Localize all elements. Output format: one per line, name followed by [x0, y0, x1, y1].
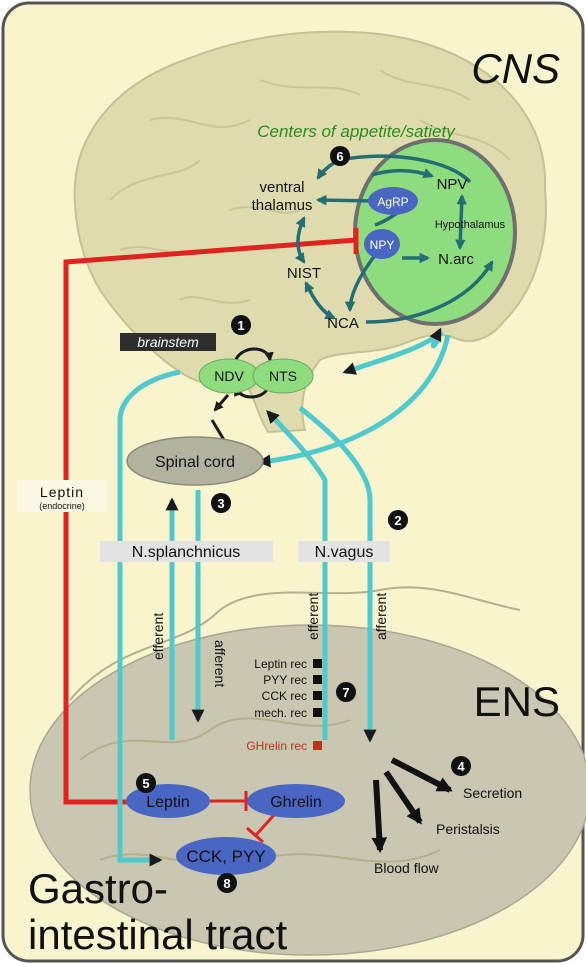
svg-text:3: 3	[217, 496, 224, 511]
ghrelin-node-label: Ghrelin	[270, 794, 322, 811]
svg-text:6: 6	[336, 149, 343, 164]
pyy-rec-label: PYY rec	[263, 673, 307, 687]
npv-label: NPV	[437, 176, 468, 193]
ndv-label: NDV	[214, 368, 244, 384]
gi-label-line2: intestinal tract	[28, 911, 287, 958]
svg-text:8: 8	[223, 876, 230, 891]
marker-5: 5	[136, 773, 156, 793]
ghrelin-rec-marker	[313, 741, 322, 750]
splanchnic-afferent-label: afferent	[212, 640, 228, 687]
mech-rec-label: mech. rec	[254, 706, 307, 720]
cns-label: CNS	[471, 45, 560, 92]
svg-text:7: 7	[342, 685, 349, 700]
brainstem-label: brainstem	[137, 334, 199, 350]
gi-label-line1: Gastro-	[28, 865, 168, 912]
nca-label: NCA	[327, 315, 359, 332]
ventral-label-2: thalamus	[252, 197, 313, 214]
narc-label: N.arc	[438, 251, 474, 268]
hypothalamus-label: Hypothalamus	[435, 219, 506, 231]
vagus-label: N.vagus	[315, 544, 374, 561]
secretion-label: Secretion	[463, 785, 522, 801]
marker-8: 8	[217, 873, 237, 893]
ventral-label-1: ventral	[259, 179, 304, 196]
spinal-cord-label: Spinal cord	[155, 454, 235, 471]
nts-label: NTS	[269, 368, 297, 384]
nist-label: NIST	[287, 265, 321, 282]
leptin-rec-label: Leptin rec	[254, 657, 307, 671]
leptin-node-label: Leptin	[146, 794, 190, 811]
marker-2: 2	[388, 510, 408, 530]
agrp-label: AgRP	[377, 195, 408, 209]
leptin-rec-marker	[313, 659, 322, 668]
npy-label: NPY	[370, 238, 395, 252]
marker-3: 3	[211, 493, 231, 513]
pyy-rec-marker	[313, 675, 322, 684]
mech-rec-marker	[313, 708, 322, 717]
vagus-efferent-label: efferent	[305, 593, 321, 640]
peristalsis-label: Peristalsis	[436, 821, 500, 837]
svg-text:4: 4	[457, 759, 465, 774]
svg-text:5: 5	[142, 776, 149, 791]
cck-rec-label: CCK rec	[262, 689, 307, 703]
centers-label: Centers of appetite/satiety	[257, 122, 456, 141]
endocrine-label: (endocrine)	[39, 501, 85, 511]
blood-flow-label: Blood flow	[374, 860, 439, 876]
splanchnicus-label: N.splanchnicus	[132, 544, 241, 561]
svg-text:2: 2	[394, 513, 401, 528]
marker-6: 6	[330, 146, 350, 166]
svg-text:1: 1	[237, 318, 244, 333]
marker-4: 4	[451, 756, 471, 776]
marker-1: 1	[231, 315, 251, 335]
marker-7: 7	[336, 682, 356, 702]
cck-rec-marker	[313, 691, 322, 700]
splanchnic-efferent-label: efferent	[150, 613, 166, 660]
vagus-afferent-label: afferent	[373, 593, 389, 640]
cck-pyy-node-label: CCK, PYY	[186, 847, 265, 866]
ghrelin-rec-label: GHrelin rec	[246, 739, 307, 753]
ens-label: ENS	[474, 678, 560, 725]
leptin-side-label: Leptin	[40, 484, 84, 500]
